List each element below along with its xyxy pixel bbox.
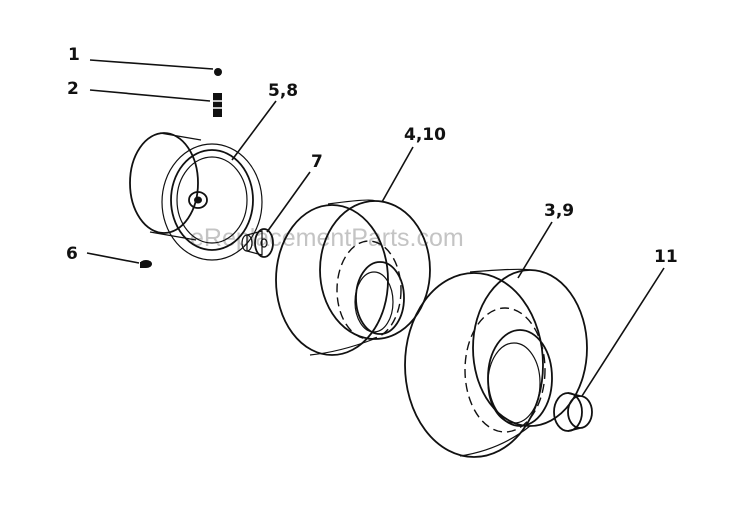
- callout-label-7: 7: [311, 152, 323, 172]
- leader-line-1: [89, 59, 214, 70]
- part-6-grease-fitting[interactable]: [140, 260, 152, 268]
- callout-label-1: 1: [68, 45, 80, 65]
- part-7-bushing[interactable]: [241, 228, 274, 258]
- leader-line-6: [86, 252, 140, 264]
- leader-line-2: [89, 89, 211, 102]
- callout-label-4-10: 4,10: [404, 125, 446, 145]
- leader-line-5-8: [231, 100, 277, 161]
- part-1-valve-cap[interactable]: [214, 68, 222, 76]
- leader-line-11: [581, 267, 665, 397]
- callout-label-11: 11: [654, 247, 678, 267]
- leader-line-4-10: [381, 146, 414, 203]
- leader-line-7: [266, 171, 311, 233]
- part-4-10-tire[interactable]: [275, 199, 431, 356]
- part-3-9-tire[interactable]: [404, 268, 588, 458]
- part-2-valve-stem[interactable]: [212, 93, 223, 117]
- callout-label-2: 2: [67, 79, 79, 99]
- callout-label-3-9: 3,9: [544, 201, 574, 221]
- part-5-8-wheel-rim[interactable]: [129, 132, 263, 261]
- callout-label-5-8: 5,8: [268, 81, 298, 101]
- leader-line-3-9: [517, 221, 553, 279]
- callout-label-6: 6: [66, 244, 78, 264]
- part-11-hub-cap[interactable]: [553, 392, 593, 432]
